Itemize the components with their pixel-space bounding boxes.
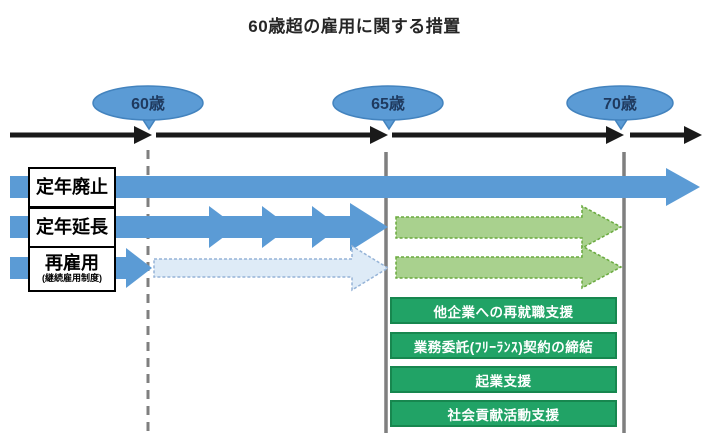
support-box-social-contribution: 社会貢献活動支援: [390, 400, 617, 427]
chevron: [312, 206, 340, 248]
support-box-startup: 起業支援: [390, 366, 617, 393]
arrow-abolish-retirement: [10, 168, 700, 206]
timeline-axis: [10, 126, 702, 144]
age-label-65: 65歳: [371, 94, 405, 113]
support-box-reemployment: 他企業への再就職支援: [390, 297, 617, 324]
age-bubble-65: 65歳: [332, 85, 444, 131]
row-label-extend-retirement: 定年延長: [28, 207, 116, 248]
arrowhead: [126, 248, 152, 288]
arrow-rehire-pale-60-65: [153, 244, 390, 292]
row-label-text: 再雇用: [45, 253, 99, 274]
chevron: [262, 206, 290, 248]
age-bubble-70: 70歳: [566, 85, 674, 131]
row-label-abolish-retirement: 定年廃止: [28, 167, 116, 208]
axis-arrowhead: [606, 126, 624, 144]
support-box-text: 業務委託(ﾌﾘｰﾗﾝｽ)契約の締結: [413, 339, 594, 355]
row-label-text: 定年廃止: [36, 177, 108, 198]
row-sublabel-text: (継続雇用制度): [42, 273, 102, 284]
bubble-ellipse: [92, 85, 204, 121]
axis-arrowhead: [684, 126, 702, 144]
support-box-text: 起業支援: [475, 373, 532, 389]
chevron: [209, 206, 237, 248]
support-box-freelance-contract: 業務委託(ﾌﾘｰﾗﾝｽ)契約の締結: [390, 332, 617, 359]
page-title: 60歳超の雇用に関する措置: [248, 17, 461, 36]
support-box-text: 他企業への再就職支援: [433, 304, 574, 320]
age-label-70: 70歳: [603, 94, 637, 113]
axis-arrowhead: [370, 126, 388, 144]
bubble-ellipse: [332, 85, 444, 121]
age-bubble-60: 60歳: [92, 85, 204, 131]
bubble-ellipse: [566, 85, 674, 121]
arrow-rehire-green-65-70: [395, 244, 623, 290]
arrow-extend-green-65-70: [395, 204, 623, 250]
age-label-60: 60歳: [131, 94, 165, 113]
row-label-text: 定年延長: [36, 217, 108, 238]
row-label-rehire: 再雇用 (継続雇用制度): [28, 246, 116, 292]
arrowhead: [350, 203, 388, 251]
support-box-text: 社会貢献活動支援: [447, 407, 560, 423]
axis-arrowhead: [134, 126, 152, 144]
